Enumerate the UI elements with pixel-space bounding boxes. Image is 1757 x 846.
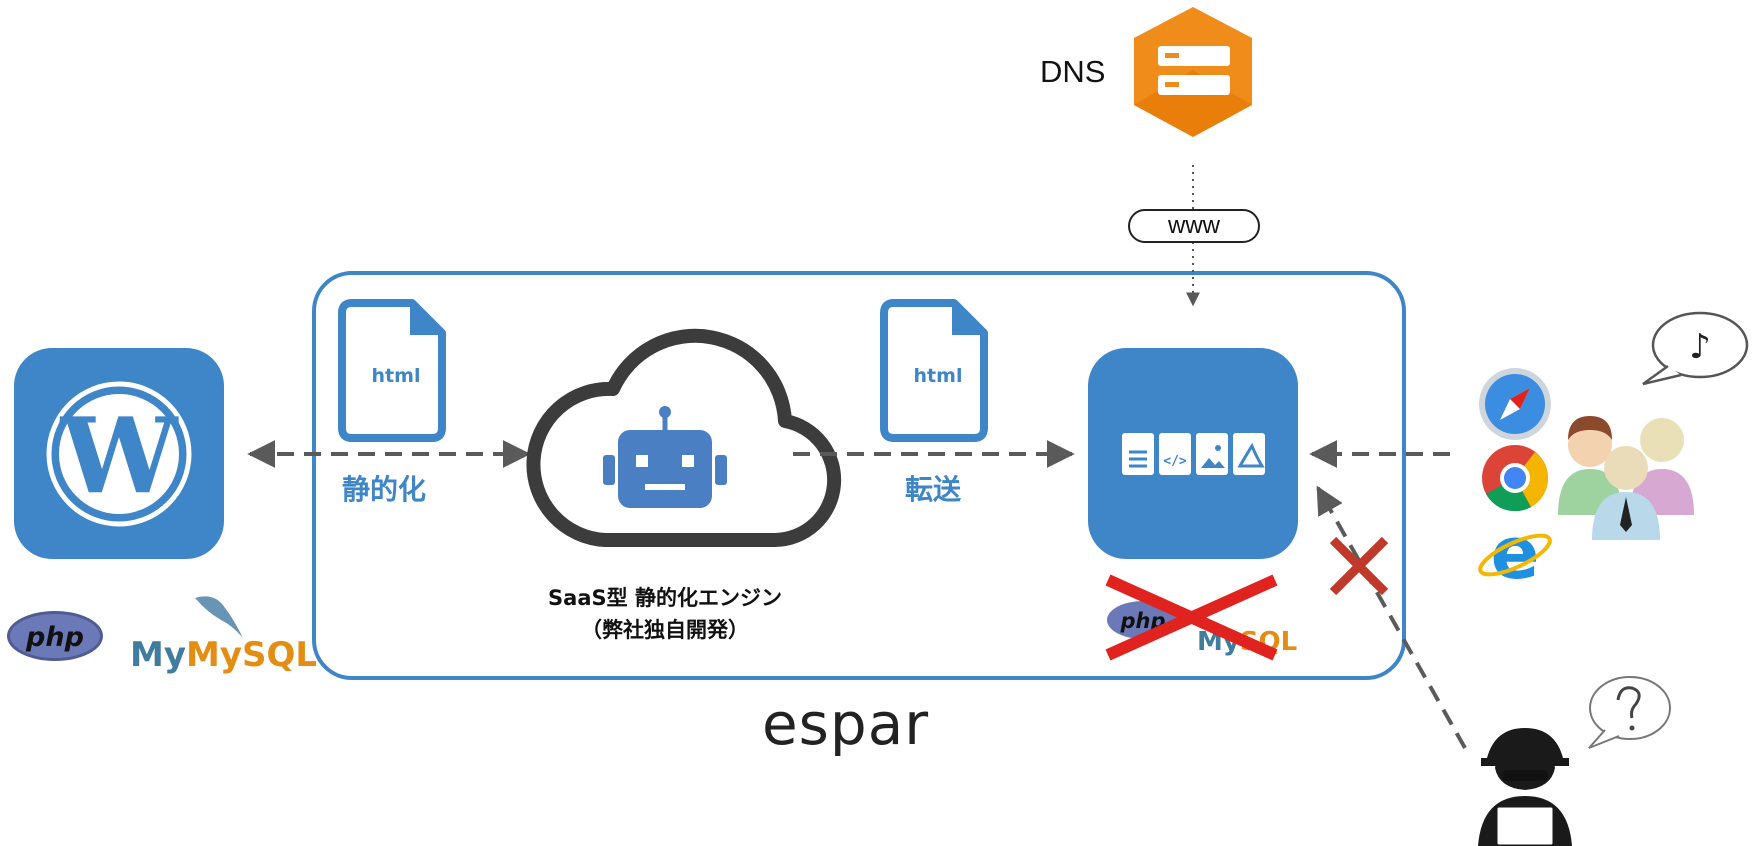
no-php-mysql: php MySQL (1105, 574, 1297, 661)
dns-server-icon (1134, 7, 1252, 137)
music-speech-bubble: ♪ (1642, 311, 1749, 386)
engine-title: SaaS型 静的化エンジン (548, 586, 782, 610)
staticize-label: 静的化 (342, 473, 427, 506)
php-logo-text: php (25, 622, 84, 653)
transfer-label: 転送 (905, 473, 962, 506)
mysql-logo-text: MyMySQL (130, 635, 317, 675)
svg-text:</>: </> (1163, 454, 1187, 469)
html-doc-label-2: html (914, 365, 963, 387)
engine-description: SaaS型 静的化エンジン （弊社独自開発） (500, 582, 830, 646)
wordpress-logo: W (14, 348, 224, 559)
cloud-robot-icon (526, 328, 842, 547)
html-doc-label-1: html (372, 365, 421, 387)
svg-text:W: W (60, 394, 180, 517)
mysql-logo: MyMySQL (130, 596, 317, 675)
html-document-icon-2: html (880, 299, 988, 442)
hacker-speech-bubble (1588, 676, 1671, 749)
html-document-icon-1: html (338, 299, 446, 442)
hacker-icon (1478, 728, 1572, 846)
chrome-icon (1482, 445, 1549, 512)
espar-brand: espar (762, 690, 930, 758)
internet-explorer-icon: e (1478, 511, 1552, 595)
attack-arrow (1316, 485, 1467, 749)
engine-subtitle: （弊社独自開発） (581, 618, 749, 642)
svg-text:♪: ♪ (1689, 327, 1711, 367)
www-label: www (1128, 209, 1260, 243)
static-host-server: </> (1088, 348, 1298, 559)
blocked-cross-icon (1329, 536, 1389, 596)
espar-container (312, 271, 1406, 680)
svg-text:e: e (1491, 511, 1540, 595)
users-group-icon (1558, 416, 1694, 540)
php-logo: php (7, 611, 103, 661)
dns-label: DNS (1040, 54, 1106, 89)
safari-icon (1479, 368, 1551, 440)
